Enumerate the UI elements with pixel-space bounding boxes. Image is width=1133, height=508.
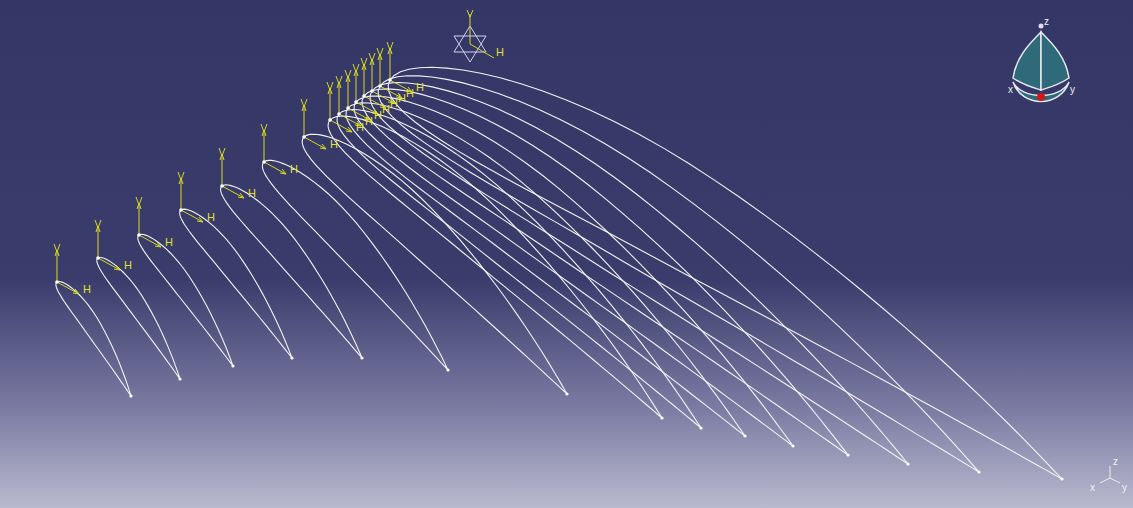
airfoil-profile — [370, 83, 908, 464]
axis-label: H — [374, 109, 382, 121]
axis-label: H — [416, 81, 424, 93]
trailing-point — [1060, 477, 1063, 480]
leading-point — [96, 256, 100, 260]
trailing-point — [290, 356, 293, 359]
leading-point — [262, 160, 266, 164]
trailing-point — [906, 462, 909, 465]
trailing-point — [360, 356, 363, 359]
airfoil-profile — [388, 67, 1062, 479]
axis-label: H — [124, 259, 132, 271]
axis-label: H — [83, 283, 91, 295]
sketch-axis — [377, 48, 402, 98]
leading-point — [388, 78, 392, 82]
triad-label: y — [1122, 482, 1127, 494]
triad-label: z — [1044, 16, 1049, 28]
trailing-point — [178, 377, 181, 380]
sketch-axis — [353, 64, 378, 114]
airfoil-profile — [138, 234, 233, 366]
airfoil-profile — [337, 110, 701, 428]
trailing-point — [129, 394, 132, 397]
sketch-axis — [178, 172, 203, 222]
absolute-axis-symbol — [454, 10, 494, 62]
triad-label: x — [1008, 84, 1013, 96]
triad-label: z — [1113, 456, 1118, 468]
axis-label: H — [390, 97, 398, 109]
leading-point — [346, 106, 350, 110]
airfoil-profile — [378, 76, 979, 472]
triad-label: y — [1070, 84, 1075, 96]
sketch-axis — [345, 70, 370, 120]
leading-point — [328, 118, 332, 122]
leading-point — [354, 100, 358, 104]
axis-label: H — [496, 46, 504, 58]
axis-label: H — [207, 211, 215, 223]
compass — [1013, 24, 1069, 102]
axis-label: H — [356, 121, 364, 133]
airfoil-profile — [221, 185, 362, 358]
airfoil-profile — [97, 257, 180, 379]
leading-point — [370, 89, 374, 93]
airfoil-profile — [56, 282, 131, 396]
trailing-point — [977, 470, 980, 473]
leading-point — [55, 280, 59, 284]
axis-label: H — [398, 92, 406, 104]
sketch-axis — [336, 76, 361, 126]
leading-point — [337, 112, 341, 116]
airfoil-profile — [346, 103, 745, 436]
leading-point — [362, 94, 366, 98]
leading-point — [179, 208, 183, 212]
leading-point — [137, 233, 141, 237]
axis-label: H — [248, 187, 256, 199]
airfoil-profile — [180, 209, 292, 358]
sketch-axis — [136, 197, 161, 247]
triad-label: x — [1090, 482, 1095, 494]
axis-label: H — [365, 115, 373, 127]
axis-label: H — [165, 236, 173, 248]
trailing-point — [791, 444, 794, 447]
axis-label: H — [382, 103, 390, 115]
sketch-axis — [219, 148, 244, 198]
trailing-point — [743, 434, 746, 437]
trailing-point — [846, 453, 849, 456]
trailing-point — [565, 392, 568, 395]
trailing-point — [446, 368, 449, 371]
trailing-point — [231, 364, 234, 367]
sketch-axis — [387, 42, 412, 92]
sketch-axis — [361, 58, 386, 108]
airfoil-sections — [56, 67, 1064, 480]
axis-triad — [1100, 466, 1120, 483]
leading-point — [220, 184, 224, 188]
axis-label: H — [330, 138, 338, 150]
trailing-point — [699, 426, 702, 429]
sketch-axis — [54, 244, 79, 294]
sketch-axis — [95, 220, 120, 270]
axis-label: H — [290, 163, 298, 175]
airfoil-profile — [262, 160, 448, 370]
trailing-point — [660, 416, 663, 419]
sketch-axes — [54, 42, 412, 294]
sketch-axis — [301, 99, 326, 149]
leading-point — [302, 135, 306, 139]
axis-label: H — [406, 87, 414, 99]
sketch-axis — [261, 124, 286, 174]
leading-point — [378, 84, 382, 88]
